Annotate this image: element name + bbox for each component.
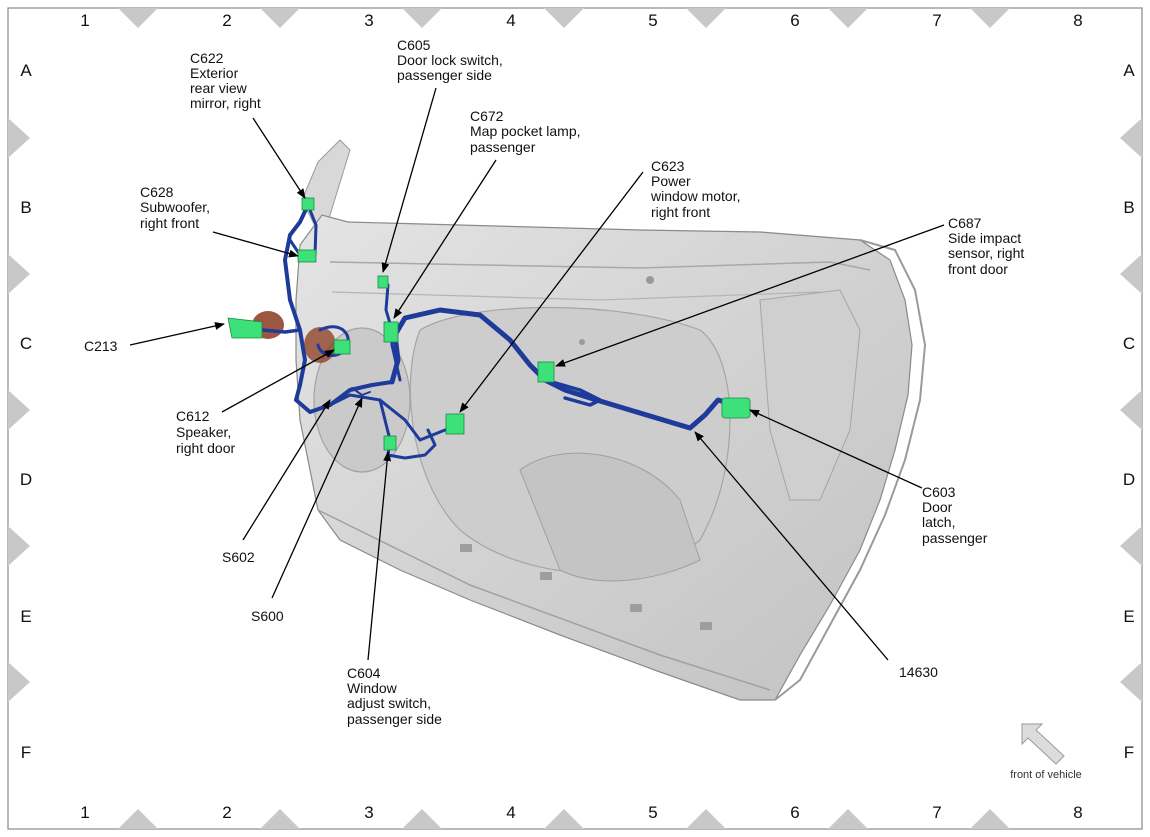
- callout-c628-line: C628: [140, 184, 174, 200]
- callout-c687: C687 Side impact sensor, right front doo…: [948, 215, 1028, 277]
- connector-c605: [377, 275, 389, 289]
- grid-col-bottom: 7: [932, 803, 941, 822]
- callout-c603-line: Door: [922, 499, 953, 515]
- grid-row-right: A: [1123, 61, 1135, 80]
- connector-c628: [297, 249, 317, 263]
- callout-c213: C213: [84, 338, 118, 354]
- callout-c687-line: sensor, right: [948, 245, 1024, 261]
- callout-c622-line: rear view: [190, 80, 248, 96]
- harness-connectors: [227, 197, 751, 451]
- callout-c622: C622 Exterior rear view mirror, right: [190, 50, 261, 111]
- grid-col-bottom: 4: [506, 803, 515, 822]
- callout-c612: C612 Speaker, right door: [176, 408, 235, 456]
- callout-c604: C604 Window adjust switch, passenger sid…: [347, 665, 442, 727]
- grid-row-left: D: [20, 470, 32, 489]
- callout-c687-line: Side impact: [948, 230, 1021, 246]
- connector-c623: [445, 413, 465, 435]
- callout-c623: C623 Power window motor, right front: [650, 158, 744, 220]
- grid-column-labels-top: 1 2 3 4 5 6 7 8: [80, 11, 1082, 30]
- front-arrow-icon: [1021, 723, 1065, 765]
- callout-c603-line: C603: [922, 484, 956, 500]
- connector-c622: [301, 197, 315, 211]
- callout-c605-line: passenger side: [397, 67, 492, 83]
- callout-c628: C628 Subwoofer, right front: [140, 184, 214, 231]
- callout-c622-line: Exterior: [190, 65, 239, 81]
- callout-c604-line: adjust switch,: [347, 695, 431, 711]
- grid-col-top: 5: [648, 11, 657, 30]
- grid-col-top: 3: [364, 11, 373, 30]
- grid-row-left: F: [21, 743, 31, 762]
- grid-row-right: E: [1123, 607, 1134, 626]
- connector-c603: [721, 397, 751, 419]
- callout-c603-line: latch,: [922, 514, 955, 530]
- grid-col-bottom: 3: [364, 803, 373, 822]
- grid-col-top: 1: [80, 11, 89, 30]
- grid-col-bottom: 5: [648, 803, 657, 822]
- callout-c623-line: right front: [651, 204, 710, 220]
- callout-c213-line: C213: [84, 338, 118, 354]
- grid-col-top: 2: [222, 11, 231, 30]
- grid-row-right: F: [1124, 743, 1134, 762]
- grid-col-bottom: 6: [790, 803, 799, 822]
- connector-c604: [383, 435, 397, 451]
- callout-c612-line: right door: [176, 440, 235, 456]
- callout-14630: 14630: [899, 664, 938, 680]
- grid-row-right: C: [1123, 334, 1135, 353]
- callout-c672-line: Map pocket lamp,: [470, 123, 581, 139]
- callout-c672-line: passenger: [470, 139, 536, 155]
- grid-row-labels-left: A B C D E F: [20, 61, 32, 762]
- callout-s600-line: S600: [251, 608, 284, 624]
- grid-col-bottom: 1: [80, 803, 89, 822]
- callout-c603: C603 Door latch, passenger: [922, 484, 988, 546]
- front-of-vehicle-indicator: front of vehicle: [1010, 723, 1082, 781]
- border-triangle-markers: [8, 8, 1142, 829]
- grid-column-labels-bottom: 1 2 3 4 5 6 7 8: [80, 803, 1082, 822]
- grid-row-right: B: [1123, 198, 1134, 217]
- connector-c213: [227, 317, 263, 339]
- callout-c628-line: Subwoofer,: [140, 199, 210, 215]
- callout-c605: C605 Door lock switch, passenger side: [397, 37, 507, 83]
- callout-c628-line: right front: [140, 215, 199, 231]
- callout-s600: S600: [251, 608, 284, 624]
- grid-col-bottom: 2: [222, 803, 231, 822]
- callout-c687-line: front door: [948, 261, 1008, 277]
- callout-c672-line: C672: [470, 108, 504, 124]
- grid-col-bottom: 8: [1073, 803, 1082, 822]
- grid-row-left: C: [20, 334, 32, 353]
- callout-c623-line: window motor,: [650, 188, 740, 204]
- callout-c604-line: passenger side: [347, 711, 442, 727]
- callout-s602: S602: [222, 549, 255, 565]
- callout-c604-line: C604: [347, 665, 381, 681]
- grid-col-top: 4: [506, 11, 515, 30]
- callout-c605-line: Door lock switch,: [397, 52, 503, 68]
- grid-row-left: A: [20, 61, 32, 80]
- grid-row-left: E: [20, 607, 31, 626]
- callout-leader-lines: [129, 87, 945, 661]
- callout-c687-line: C687: [948, 215, 982, 231]
- callout-s602-line: S602: [222, 549, 255, 565]
- callout-c604-line: Window: [347, 680, 398, 696]
- callout-c623-line: C623: [651, 158, 685, 174]
- callout-c603-line: passenger: [922, 530, 988, 546]
- grid-col-top: 6: [790, 11, 799, 30]
- callout-c672: C672 Map pocket lamp, passenger: [470, 108, 584, 155]
- connector-c687: [537, 361, 555, 383]
- grid-row-right: D: [1123, 470, 1135, 489]
- grid-row-left: B: [20, 198, 31, 217]
- callout-c622-line: mirror, right: [190, 95, 261, 111]
- connector-c612: [333, 339, 351, 355]
- callout-c612-line: Speaker,: [176, 424, 231, 440]
- callout-c612-line: C612: [176, 408, 210, 424]
- grid-col-top: 7: [932, 11, 941, 30]
- front-of-vehicle-label: front of vehicle: [1010, 769, 1082, 781]
- grid-row-labels-right: A B C D E F: [1123, 61, 1135, 762]
- callout-14630-line: 14630: [899, 664, 938, 680]
- callout-c622-line: C622: [190, 50, 224, 66]
- grid-col-top: 8: [1073, 11, 1082, 30]
- connector-c672: [383, 321, 399, 343]
- callout-c605-line: C605: [397, 37, 431, 53]
- callout-c623-line: Power: [651, 173, 691, 189]
